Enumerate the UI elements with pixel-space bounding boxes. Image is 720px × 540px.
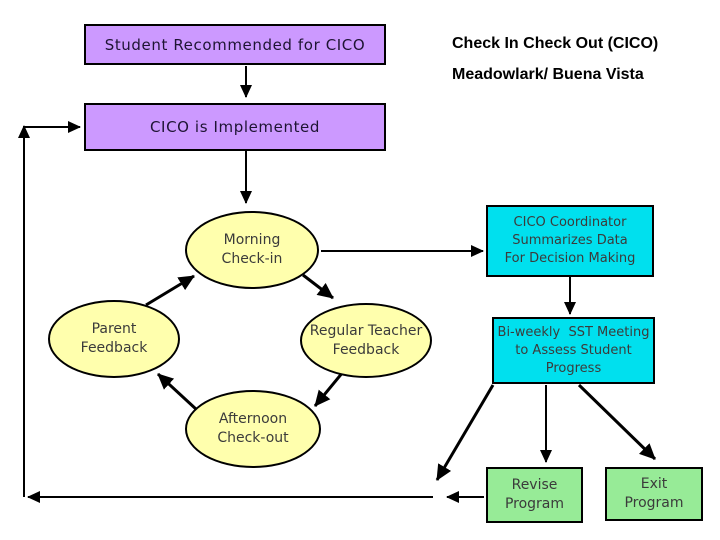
node-label: Summarizes Data — [512, 233, 628, 248]
node-sst-meeting: Bi-weekly SST Meeting to Assess Student … — [492, 317, 655, 384]
arrow-teacher-to-afternoon — [313, 371, 345, 407]
node-label: to Assess Student — [515, 342, 632, 358]
arrow-sst-to-feedback-loop — [435, 384, 495, 481]
arrow-morning-to-teacher — [302, 273, 334, 300]
node-afternoon-checkout: Afternoon Check-out — [185, 390, 321, 468]
node-cico-coordinator: CICO Coordinator Summarizes Data For Dec… — [486, 205, 654, 277]
arrow-sst-to-exit — [577, 383, 657, 461]
node-revise-program: Revise Program — [486, 467, 583, 523]
node-label: Progress — [545, 360, 602, 376]
node-label: Parent — [91, 321, 137, 337]
node-label: CICO Coordinator — [513, 215, 627, 230]
node-label: Program — [624, 495, 684, 511]
arrow-parent-to-morning — [145, 274, 195, 307]
node-student-recommended: Student Recommended for CICO — [84, 24, 386, 65]
node-label: Afternoon — [218, 411, 288, 427]
title-line1: Check In Check Out (CICO) — [452, 35, 659, 52]
node-label: Revise — [511, 477, 558, 493]
node-morning-checkin: Morning Check-in — [185, 211, 319, 289]
node-label: Regular Teacher — [309, 322, 423, 339]
node-regular-teacher-feedback: Regular Teacher Feedback — [300, 303, 432, 378]
node-label: Exit — [640, 476, 668, 492]
node-label: Student Recommended for CICO — [104, 35, 366, 54]
node-label: Feedback — [332, 341, 400, 358]
page-title: Check In Check Out (CICO) Meadowlark/ Bu… — [452, 28, 712, 90]
node-parent-feedback: Parent Feedback — [48, 300, 180, 378]
node-label: Bi-weekly SST Meeting — [497, 324, 650, 340]
node-label: Program — [504, 496, 565, 512]
node-exit-program: Exit Program — [605, 467, 703, 521]
node-label: Check-out — [217, 430, 289, 446]
node-label: Morning — [223, 232, 281, 248]
node-cico-implemented: CICO is Implemented — [84, 103, 386, 151]
node-label: CICO is Implemented — [149, 118, 321, 136]
title-line2: Meadowlark/ Buena Vista — [452, 66, 644, 83]
arrow-afternoon-to-parent — [156, 372, 199, 412]
node-label: Check-in — [221, 251, 283, 267]
node-label: Feedback — [80, 340, 148, 356]
node-label: For Decision Making — [504, 251, 636, 266]
